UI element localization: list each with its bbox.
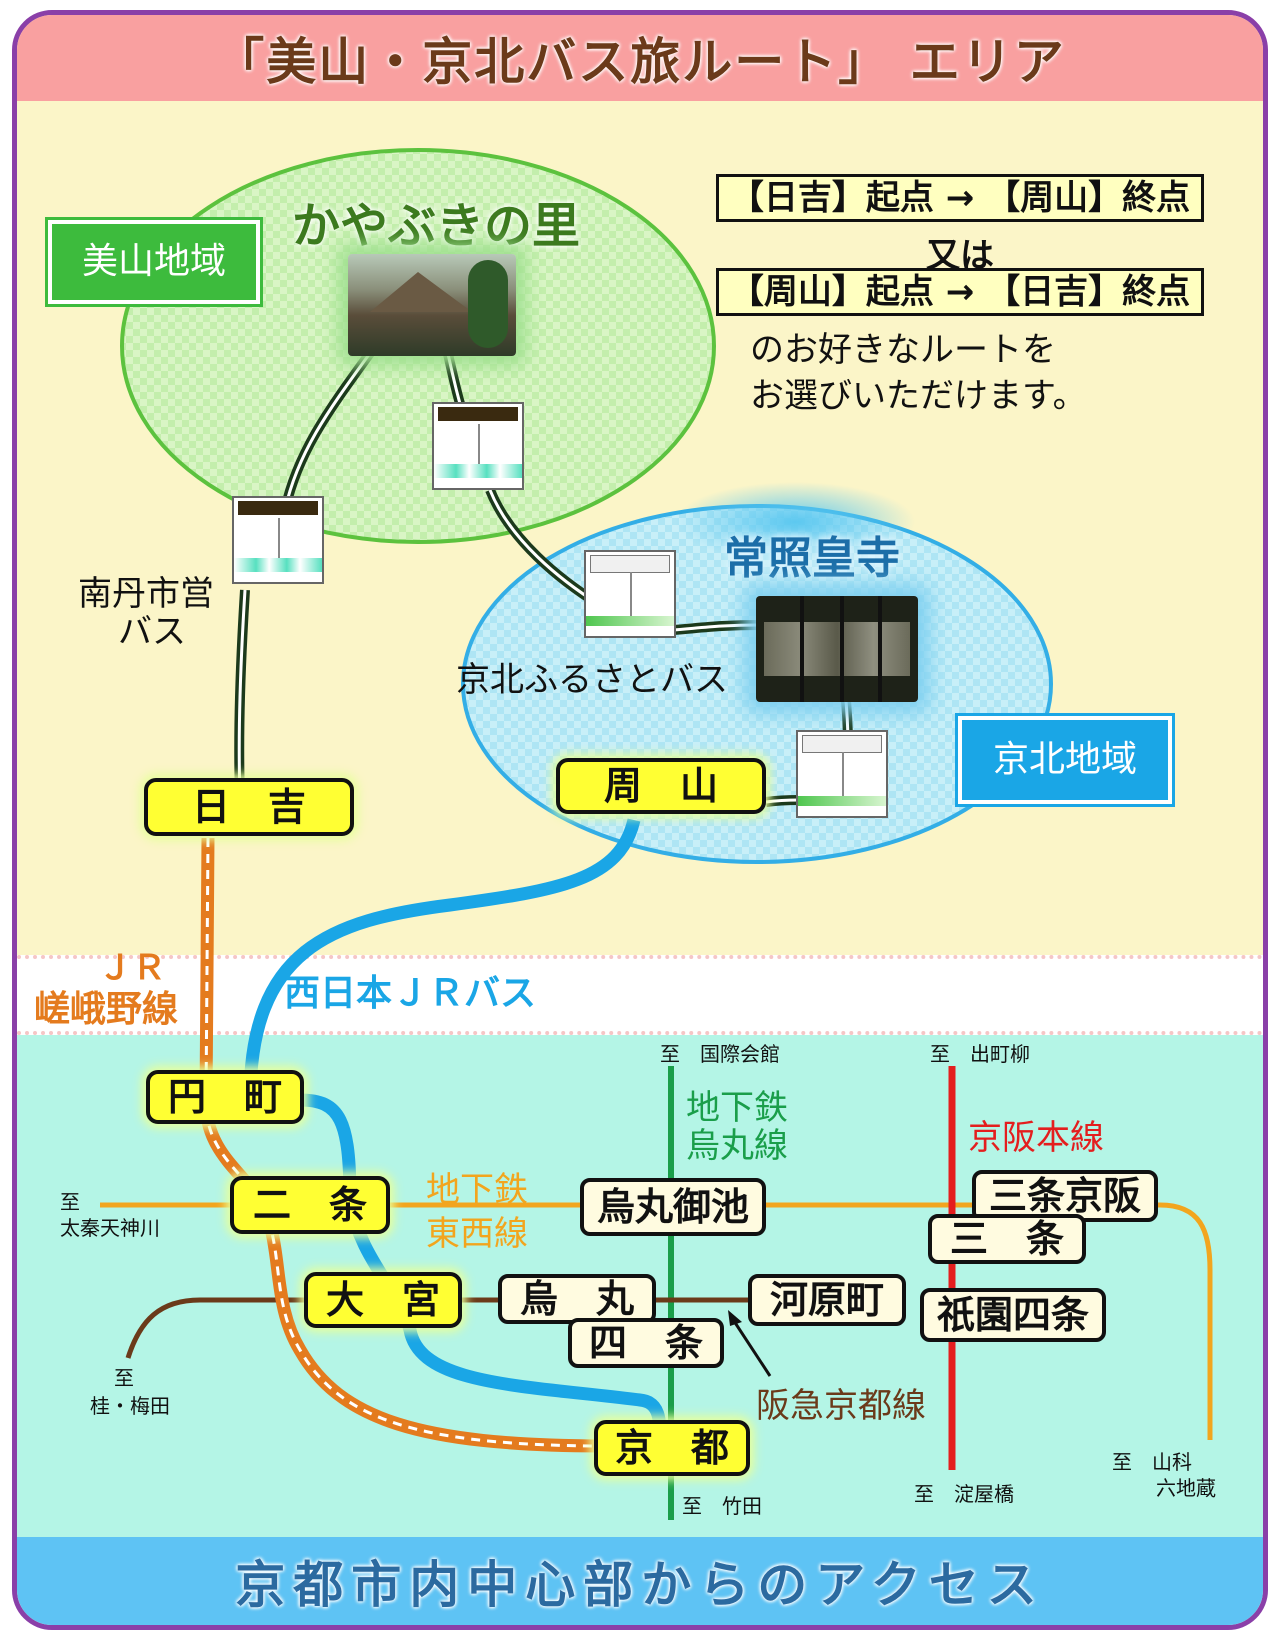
tozai-label-2: 東西線 — [426, 1214, 528, 1254]
jr-sagano-line — [199, 837, 601, 1453]
station-nijo: 二 条 — [230, 1176, 390, 1234]
dir-demachi: 至 出町柳 — [930, 1042, 1030, 1066]
jr-bus-line — [243, 818, 641, 1101]
station-sanjo-keihan: 三条京阪 — [972, 1170, 1158, 1222]
nantan-bus-icon-upper — [432, 402, 524, 490]
station-omiya: 大 宮 — [304, 1272, 462, 1328]
karasuma-label-2: 烏丸線 — [686, 1126, 788, 1166]
hankyu-line — [125, 1297, 760, 1359]
station-shijo: 四 条 — [568, 1318, 724, 1368]
station-shuzan: 周 山 — [556, 758, 766, 814]
dir-uzumasa-1: 至 — [60, 1190, 80, 1214]
keihoku-bus-label: 京北ふるさとバス — [456, 660, 728, 700]
dir-yamashina-2: 六地蔵 — [1156, 1476, 1216, 1500]
station-kawaramachi: 河原町 — [748, 1274, 906, 1326]
transition-band — [17, 955, 1263, 1035]
kayabuki-photo — [348, 254, 516, 356]
dir-uzumasa-2: 太秦天神川 — [60, 1216, 160, 1240]
karasuma-label-1: 地下鉄 — [686, 1088, 788, 1128]
tozai-line — [100, 1202, 1213, 1440]
footer-band — [17, 1537, 1263, 1625]
keihan-label: 京阪本線 — [968, 1118, 1104, 1158]
tozai-label-1: 地下鉄 — [426, 1170, 528, 1210]
dir-katsura-1: 至 — [114, 1366, 134, 1390]
route-note-1: のお好きなルートを — [750, 330, 1056, 370]
page-title: 「美山・京北バス旅ルート」 エリア — [214, 33, 1066, 91]
station-sanjo: 三 条 — [928, 1214, 1086, 1264]
dir-yodoyabashi: 至 淀屋橋 — [914, 1482, 1014, 1506]
route-option-2: 【周山】起点 → 【日吉】終点 — [716, 268, 1204, 316]
hankyu-label: 阪急京都線 — [756, 1386, 926, 1426]
station-kyoto: 京 都 — [594, 1420, 750, 1476]
station-enmachi: 円 町 — [146, 1070, 304, 1124]
nantan-bus-icon-lower — [232, 496, 324, 584]
keihoku-bus-icon-upper — [584, 550, 676, 638]
nantan-bus-label-1: 南丹市営 — [78, 574, 214, 614]
route-option-1: 【日吉】起点 → 【周山】終点 — [716, 174, 1204, 222]
keihoku-bus-icon-lower — [796, 730, 888, 818]
nantan-bus-label-2: バス — [118, 612, 186, 652]
header-band — [17, 15, 1263, 101]
jr-label-1: ＪＲ — [98, 948, 166, 988]
station-gion-shijo: 祇園四条 — [920, 1288, 1106, 1342]
jr-label-2: 嵯峨野線 — [34, 989, 179, 1030]
dir-kokusai: 至 国際会館 — [660, 1042, 780, 1066]
dir-katsura-2: 桂・梅田 — [90, 1394, 170, 1418]
jokoji-label: 常照皇寺 — [724, 533, 900, 584]
station-hiyoshi: 日 吉 — [144, 778, 354, 836]
dir-takeda: 至 竹田 — [682, 1494, 762, 1518]
route-note-2: お選びいただけます。 — [750, 376, 1087, 416]
station-karasuma-oike: 烏丸御池 — [580, 1178, 766, 1236]
footer-title: 京都市内中心部からのアクセス — [235, 1556, 1045, 1614]
dir-yamashina-1: 至 山科 — [1112, 1450, 1192, 1474]
kayabuki-label: かやぶきの里 — [292, 198, 581, 254]
jr-bus-label: 西日本ＪＲバス — [284, 973, 537, 1014]
keihoku-area-tag: 京北地域 — [955, 713, 1175, 807]
jokoji-photo — [756, 596, 918, 702]
miyama-area-tag: 美山地域 — [45, 217, 263, 307]
station-karasuma: 烏 丸 — [498, 1274, 656, 1324]
